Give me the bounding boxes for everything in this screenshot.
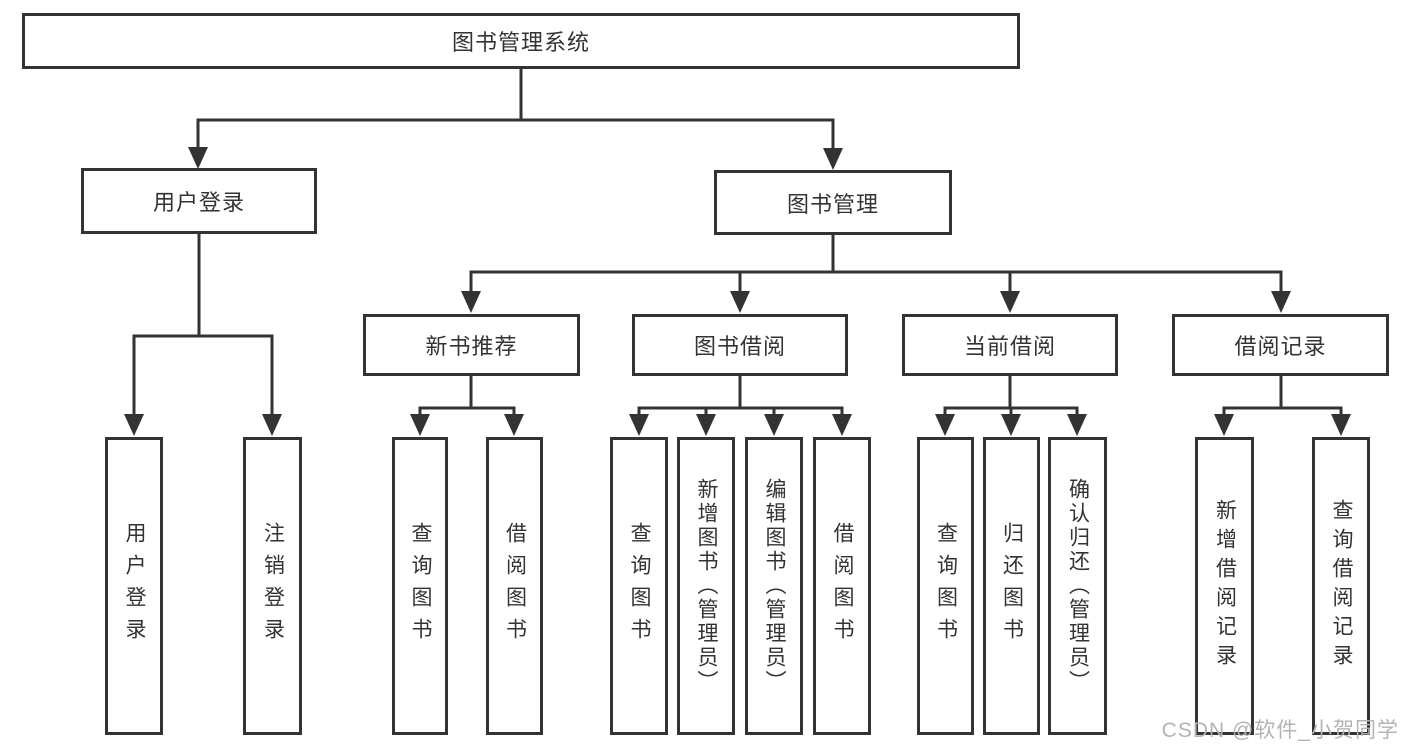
connector-edges	[132, 69, 1343, 414]
edge-userlogin-to-leaves	[132, 234, 274, 414]
leaf-query-books-borrowing: 查询图书	[610, 437, 668, 735]
arrowhead-icon	[1214, 414, 1234, 436]
leaf-edit-book-admin: 编辑图书（管理员）	[745, 437, 803, 735]
watermark: CSDN @软件_小贺同学	[1161, 719, 1399, 742]
leaf-confirm-return-admin: 确认归还（管理员）	[1048, 437, 1107, 735]
leaf-query-borrow-record: 查询借阅记录	[1312, 437, 1370, 735]
edge-records-to-leaves	[1222, 376, 1343, 414]
arrowhead-icon	[764, 414, 784, 436]
arrowhead-icon	[504, 414, 524, 436]
leaf-add-borrow-record: 新增借阅记录	[1195, 437, 1254, 735]
arrowhead-icon	[935, 414, 955, 436]
leaf-borrow-books-recommend: 借阅图书	[486, 437, 543, 735]
leaf-logout: 注销登录	[243, 437, 302, 735]
node-current-borrowing: 当前借阅	[902, 314, 1118, 376]
edge-newbook-to-leaves	[418, 376, 516, 414]
arrowhead-icon	[188, 147, 208, 169]
leaf-query-books-current: 查询图书	[917, 437, 974, 735]
arrowhead-icon	[461, 291, 481, 313]
arrowhead-icon	[1067, 414, 1087, 436]
node-book-management: 图书管理	[714, 170, 952, 235]
arrowhead-icon	[262, 414, 282, 436]
arrowhead-icon	[696, 414, 716, 436]
arrowhead-icon	[730, 291, 750, 313]
leaf-query-books-recommend: 查询图书	[392, 437, 448, 735]
arrowhead-icon	[1271, 291, 1291, 313]
arrowhead-icon	[823, 148, 843, 170]
arrowhead-icon	[629, 414, 649, 436]
edge-bookmgmt-to-level3	[469, 235, 1283, 291]
edge-current-to-leaves	[943, 376, 1079, 414]
edge-borrowing-to-leaves	[637, 376, 844, 414]
node-root: 图书管理系统	[22, 13, 1020, 69]
leaf-return-books: 归还图书	[983, 437, 1040, 735]
arrowhead-icon	[832, 414, 852, 436]
arrowhead-icon	[410, 414, 430, 436]
node-user-login: 用户登录	[81, 168, 317, 234]
arrowheads	[124, 147, 1351, 436]
arrowhead-icon	[124, 414, 144, 436]
arrowhead-icon	[1331, 414, 1351, 436]
node-new-book-recommend: 新书推荐	[363, 314, 580, 376]
leaf-borrow-books-borrowing: 借阅图书	[813, 437, 871, 735]
edge-root-to-level2	[196, 69, 835, 148]
node-borrow-records: 借阅记录	[1172, 314, 1389, 376]
arrowhead-icon	[1001, 414, 1021, 436]
arrowhead-icon	[1000, 291, 1020, 313]
leaf-user-login: 用户登录	[105, 437, 163, 735]
node-book-borrowing: 图书借阅	[632, 314, 848, 376]
leaf-add-book-admin: 新增图书（管理员）	[677, 437, 735, 735]
